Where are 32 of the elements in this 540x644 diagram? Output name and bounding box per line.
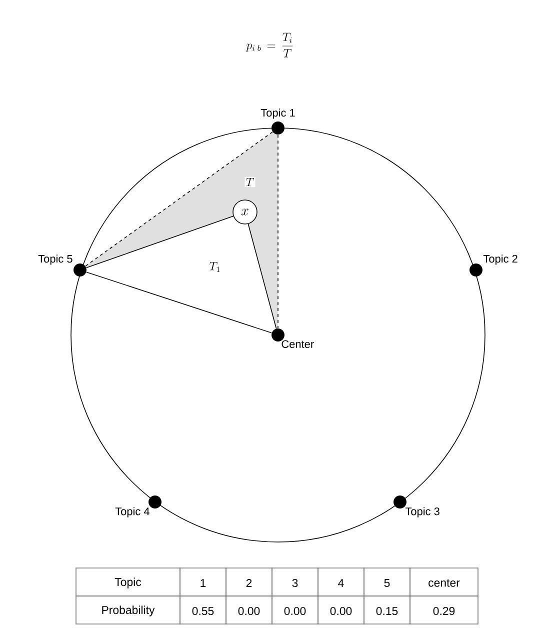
topic-label: Center: [282, 340, 314, 348]
topic-label: Topic 4: [115, 507, 150, 518]
line: [248, 224, 277, 329]
point-dot: [470, 264, 482, 276]
table-cell: 5: [364, 568, 410, 596]
table-cell: 0.00: [318, 596, 364, 624]
point-dot: [74, 264, 86, 276]
table-cell: 0.29: [410, 596, 478, 624]
dashed-line: [85, 132, 273, 266]
topic-label: Topic 1: [260, 108, 295, 119]
table-cell: 1: [180, 568, 226, 596]
topic-label: Topic 5: [38, 254, 72, 265]
table-cell: 0.55: [180, 596, 226, 624]
table-cell: center: [410, 568, 478, 596]
table-cell: 0.00: [226, 596, 272, 624]
topic-label: Topic 2: [483, 254, 518, 265]
point-dot: [272, 328, 284, 342]
point-dot: [272, 122, 284, 134]
table-cell: 4: [318, 568, 364, 596]
point-dot: [394, 496, 406, 508]
table-cell: Probability: [76, 596, 180, 624]
area-label: $T_1$: [209, 262, 220, 272]
topic-label: Topic 3: [405, 507, 440, 518]
line: [86, 216, 234, 268]
table-cell: 3: [272, 568, 318, 596]
table-cell: 0.00: [272, 596, 318, 624]
line: [86, 272, 272, 334]
formula: $p_{i\;b} \,=\, \frac{T_i}{T}$: [246, 32, 293, 58]
table-cell: Topic: [76, 568, 180, 596]
point-dot: [148, 496, 162, 508]
table-cell: 2: [226, 568, 272, 596]
table-cell: 0.15: [364, 596, 410, 624]
